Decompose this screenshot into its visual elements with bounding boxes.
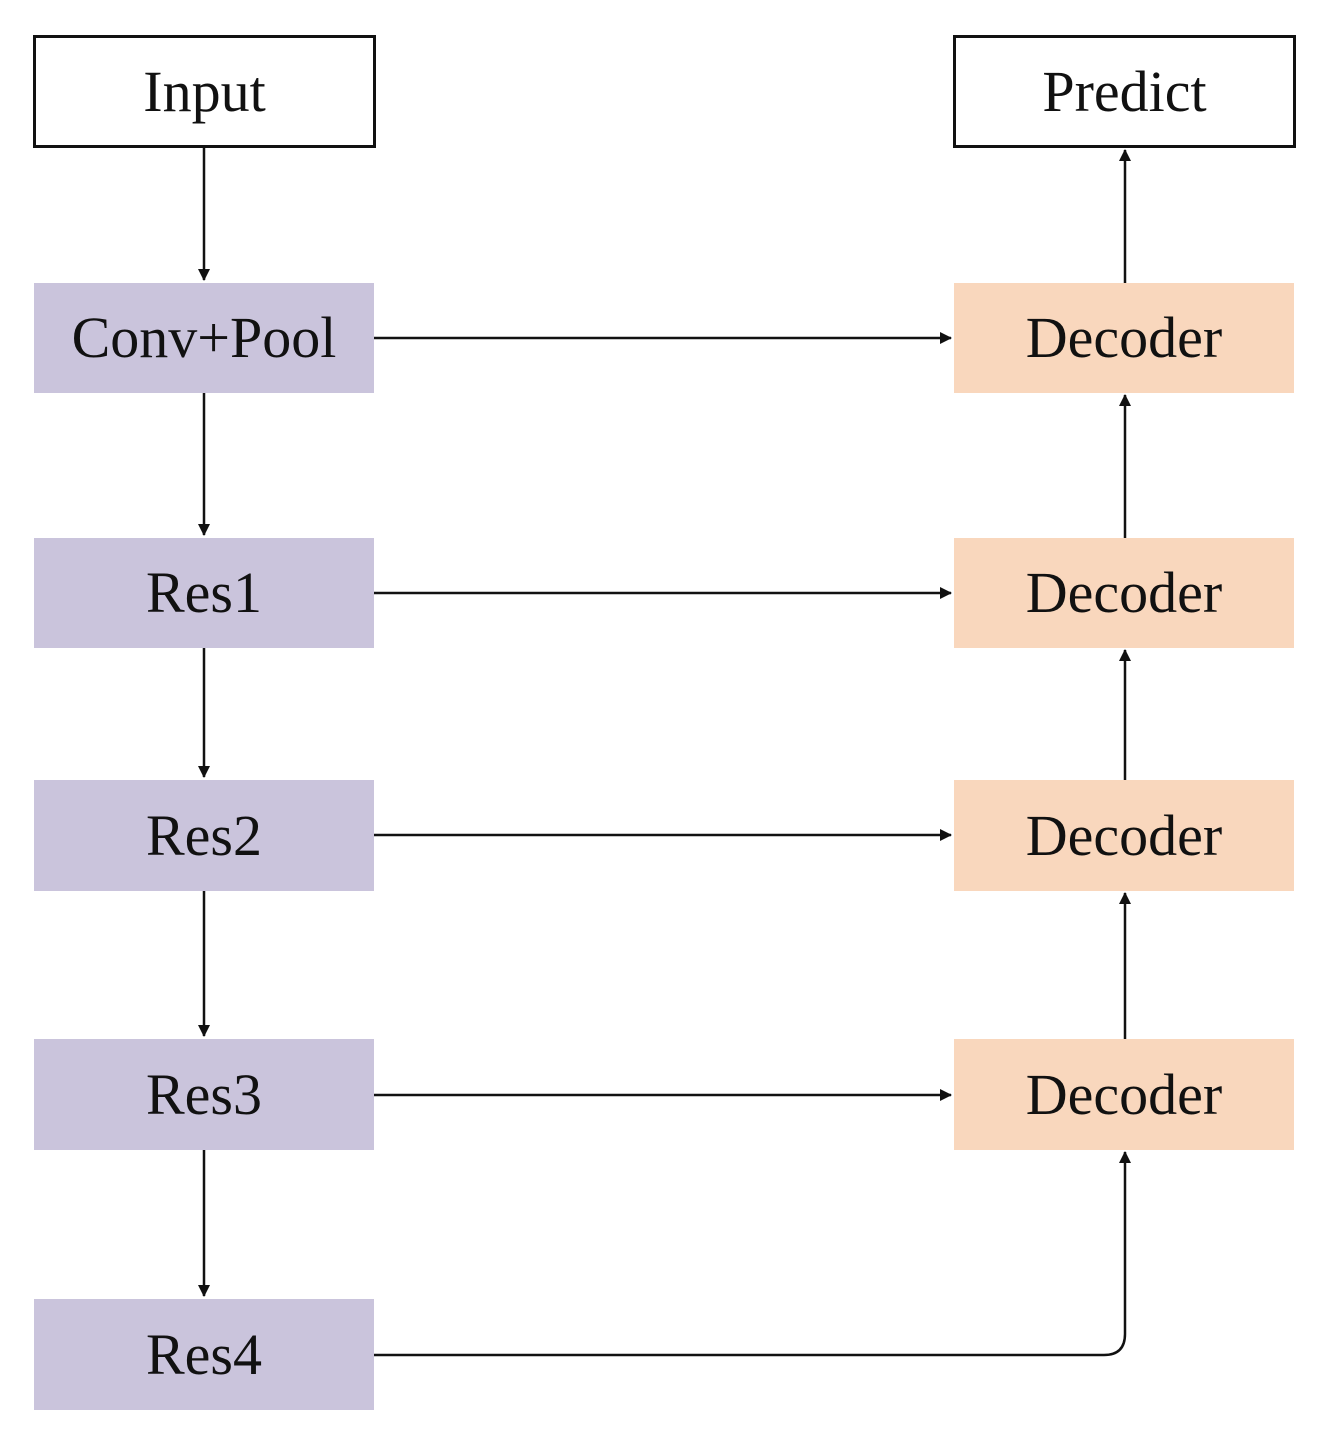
- decoder-node-3: Decoder: [954, 780, 1294, 891]
- encoder-node-res2: Res2: [34, 780, 374, 891]
- encoder-node-conv-pool: Conv+Pool: [34, 283, 374, 393]
- encoder-node-res1: Res1: [34, 538, 374, 648]
- encoder-node-res3: Res3: [34, 1039, 374, 1150]
- edge-res4-to-decoder-4: [374, 1151, 1131, 1357]
- decoder-node-2: Decoder: [954, 538, 1294, 648]
- decoder-node-4: Decoder: [954, 1039, 1294, 1150]
- decoder-node-1: Decoder: [954, 283, 1294, 393]
- input-node: Input: [33, 35, 376, 148]
- predict-node: Predict: [953, 35, 1296, 148]
- encoder-node-res4: Res4: [34, 1299, 374, 1410]
